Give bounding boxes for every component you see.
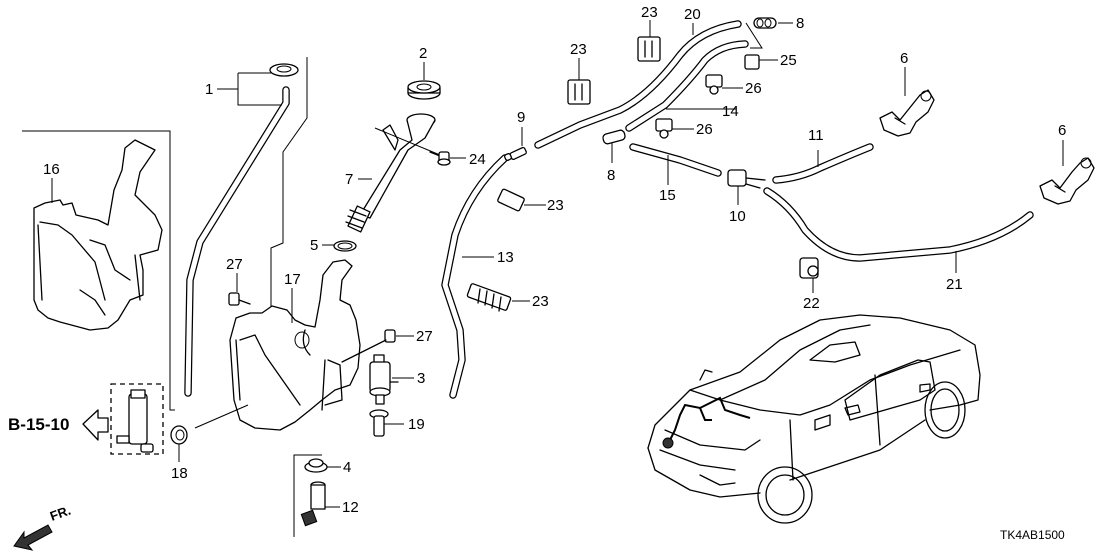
part-8b-joint[interactable] — [602, 129, 626, 145]
part-19-pump-seal[interactable] — [369, 409, 389, 437]
callout-1: 1 — [205, 81, 213, 98]
part-18-grommet[interactable] — [170, 425, 188, 445]
part-14-washer-tube[interactable] — [625, 40, 749, 132]
part-9-check-valve[interactable] — [504, 146, 527, 161]
vehicle-illustration — [647, 314, 981, 524]
callout-3: 3 — [417, 370, 425, 387]
callout-23b: 23 — [641, 4, 658, 21]
callout-22: 22 — [803, 295, 820, 312]
callout-26b: 26 — [696, 121, 713, 138]
callout-19: 19 — [408, 416, 425, 433]
part-13-washer-tube[interactable] — [441, 154, 509, 399]
drawing-code: TK4AB1500 — [1000, 528, 1065, 542]
part-6a-headlight-washer-nozzle[interactable] — [879, 89, 935, 137]
callout-14: 14 — [722, 103, 739, 120]
callout-7: 7 — [345, 171, 353, 188]
part-12-level-sensor[interactable] — [300, 481, 326, 527]
part-2-filler-cap[interactable] — [407, 80, 441, 100]
part-11-washer-tube[interactable] — [772, 143, 874, 184]
callout-8a: 8 — [796, 15, 804, 32]
part-8a-joint[interactable] — [753, 17, 777, 29]
part-3-washer-motor[interactable] — [369, 354, 399, 405]
part-24-bolt[interactable] — [429, 151, 451, 166]
part-4-grommet[interactable] — [304, 458, 328, 473]
front-arrow-icon — [13, 524, 53, 551]
callout-4: 4 — [343, 459, 351, 476]
callout-10: 10 — [729, 208, 746, 225]
callout-8b: 8 — [607, 167, 615, 184]
callout-23d: 23 — [532, 293, 549, 310]
part-26b-clip[interactable] — [655, 118, 673, 139]
bracket-4-12 — [293, 454, 322, 537]
part-5-o-ring[interactable] — [333, 240, 357, 252]
part-23d-tube-clip[interactable] — [466, 283, 512, 312]
arrow-left-icon[interactable] — [82, 409, 109, 441]
leader-8a-bracket — [745, 22, 763, 49]
front-label: FR. — [48, 503, 73, 524]
callout-21: 21 — [946, 276, 963, 293]
callout-6b: 6 — [1058, 122, 1066, 139]
part-26a-clip[interactable] — [705, 74, 723, 95]
callout-16: 16 — [43, 161, 60, 178]
part-27a-bolt[interactable] — [228, 292, 251, 306]
part-6b-headlight-washer-nozzle[interactable] — [1039, 157, 1095, 205]
callout-23c: 23 — [547, 197, 564, 214]
callout-2: 2 — [419, 45, 427, 62]
callout-6a: 6 — [900, 50, 908, 67]
part-16-tank-cover[interactable] — [22, 130, 175, 411]
part-23b-tube-clip[interactable] — [637, 36, 661, 62]
callout-24: 24 — [469, 151, 486, 168]
leader-1 — [217, 72, 282, 106]
reference-label[interactable]: B-15-10 — [8, 415, 69, 434]
callout-17: 17 — [284, 271, 301, 288]
part-10-joint-valve[interactable] — [727, 169, 766, 189]
callout-9: 9 — [517, 109, 525, 126]
part-20-washer-tube[interactable] — [534, 20, 742, 149]
callout-26a: 26 — [745, 80, 762, 97]
part-7-filler-neck[interactable] — [345, 113, 441, 233]
callout-18: 18 — [171, 465, 188, 482]
part-17-washer-tank[interactable] — [229, 259, 361, 431]
callout-11: 11 — [808, 127, 824, 144]
callout-25: 25 — [780, 52, 797, 69]
part-23a-tube-clip[interactable] — [567, 79, 591, 105]
reference-pump-box — [110, 383, 164, 455]
callout-13: 13 — [497, 249, 514, 266]
part-21-washer-tube[interactable] — [763, 187, 1034, 262]
part-22-clip[interactable] — [799, 257, 819, 279]
callout-27b: 27 — [416, 328, 433, 345]
callout-23a: 23 — [570, 41, 587, 58]
part-23c-tube-clip[interactable] — [497, 188, 525, 212]
part-27b-bolt[interactable] — [341, 329, 396, 363]
callout-5: 5 — [310, 237, 318, 254]
part-25-clip[interactable] — [744, 54, 760, 70]
part-15-washer-tube[interactable] — [629, 143, 722, 177]
callout-15: 15 — [659, 187, 676, 204]
callout-27a: 27 — [226, 256, 243, 273]
callout-12: 12 — [342, 499, 359, 516]
callout-20: 20 — [684, 6, 701, 23]
leader-18-line — [194, 404, 249, 429]
